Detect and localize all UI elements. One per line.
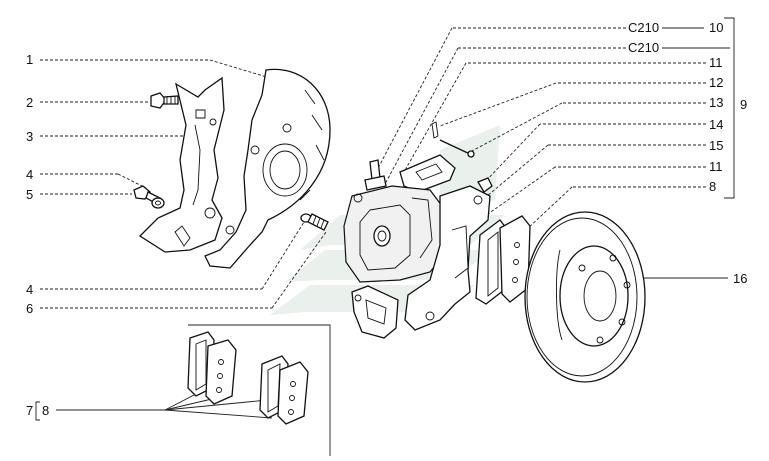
pad-clip-bottom [351, 285, 399, 339]
label-1: 1 [26, 52, 271, 79]
label-7-8: 7 8 [26, 393, 273, 421]
label-c210-top: C210 10 [375, 20, 723, 173]
bolt-part-6 [307, 213, 329, 231]
label-c210-second: C210 [384, 40, 730, 185]
label-6: 6 [26, 231, 327, 316]
bracket-part-3 [138, 76, 225, 253]
svg-text:13: 13 [709, 95, 723, 110]
pad-set-pad-2 [205, 339, 237, 405]
bracket-9: 9 [724, 17, 747, 199]
label-4-bottom: 4 [26, 221, 305, 297]
svg-text:1: 1 [26, 52, 33, 67]
svg-text:12: 12 [709, 75, 723, 90]
label-2: 2 [26, 95, 150, 110]
pin-part-12 [431, 121, 439, 139]
svg-text:4: 4 [26, 167, 33, 182]
label-11-top: 11 [403, 55, 723, 173]
label-16: 16 [640, 271, 747, 286]
brake-disc-part-16 [524, 211, 646, 383]
svg-text:10: 10 [709, 20, 723, 35]
svg-text:15: 15 [709, 138, 723, 153]
dust-shield-part-1 [204, 68, 331, 269]
label-3: 3 [26, 129, 188, 144]
svg-text:6: 6 [26, 301, 33, 316]
bleed-screw [364, 159, 387, 191]
label-14: 14 [482, 117, 723, 185]
svg-text:11: 11 [709, 159, 723, 174]
svg-text:C210: C210 [628, 40, 659, 55]
svg-text:8: 8 [709, 179, 716, 194]
caliper-carrier [404, 185, 491, 331]
svg-text:14: 14 [709, 117, 723, 132]
svg-text:2: 2 [26, 95, 33, 110]
caliper-body [343, 185, 446, 283]
label-12: 12 [439, 75, 723, 127]
svg-text:8: 8 [42, 403, 49, 418]
svg-text:C210: C210 [628, 20, 659, 35]
label-8-right: 8 [525, 179, 716, 231]
bolt-part-2 [150, 92, 179, 109]
brake-pad-right-1 [475, 219, 507, 305]
label-5: 5 [26, 187, 132, 202]
washer-part-4-top [151, 197, 165, 209]
pad-clip-top [399, 154, 456, 193]
svg-text:4: 4 [26, 282, 33, 297]
guide-pin-part-13 [439, 139, 475, 158]
svg-text:5: 5 [26, 187, 33, 202]
svg-text:9: 9 [740, 97, 747, 112]
label-15: 15 [467, 138, 723, 213]
label-11-bottom: 11 [457, 159, 723, 236]
pad-set-box [188, 324, 331, 456]
svg-text:3: 3 [26, 129, 33, 144]
label-4-top: 4 [26, 167, 147, 189]
svg-text:7: 7 [26, 403, 33, 418]
label-13: 13 [469, 95, 723, 153]
part-14-nut [477, 177, 493, 193]
svg-text:11: 11 [709, 55, 723, 70]
svg-text:16: 16 [733, 271, 747, 286]
pad-set-pad-4 [277, 361, 309, 425]
